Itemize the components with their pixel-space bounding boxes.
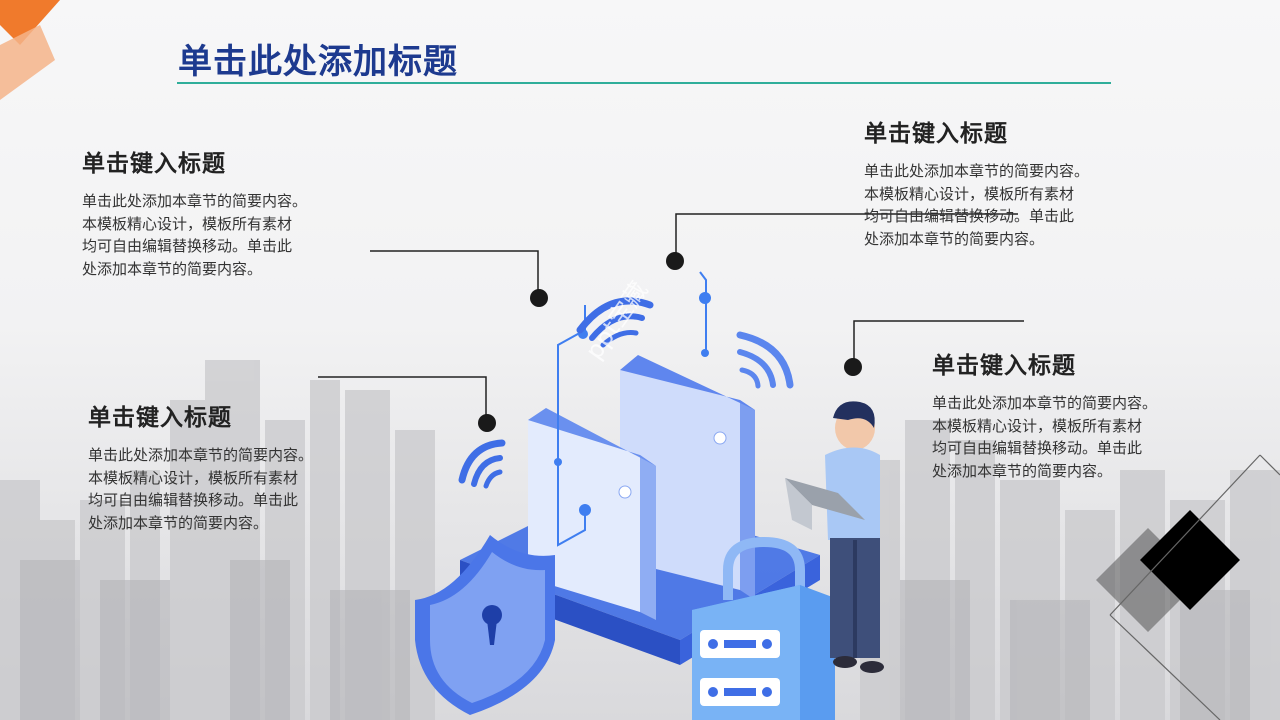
connector-line (675, 213, 1018, 260)
wifi-signal-icon (458, 439, 506, 489)
block-heading[interactable]: 单击键入标题 (82, 151, 226, 177)
shield-lock-icon (415, 535, 555, 715)
block-body[interactable]: 单击此处添加本章节的简要内容。 本模板精心设计，模板所有素材 均可自由编辑替换移… (932, 394, 1158, 480)
block-body[interactable]: 单击此处添加本章节的简要内容。 本模板精心设计，模板所有素材 均可自由编辑替换移… (864, 162, 1090, 248)
connector-dot (478, 414, 496, 432)
person-laptop-icon (785, 401, 884, 673)
block-heading[interactable]: 单击键入标题 (88, 405, 232, 431)
connector-line (853, 320, 1024, 366)
wifi-signal-icon (736, 331, 794, 389)
connector-line (318, 376, 487, 422)
text-block-bottom-right[interactable]: 单击键入标题 单击此处添加本章节的简要内容。 本模板精心设计，模板所有素材 均可… (932, 346, 1222, 482)
padlock-icon (692, 536, 835, 720)
text-block-top-right[interactable]: 单击键入标题 单击此处添加本章节的简要内容。 本模板精心设计，模板所有素材 均可… (864, 114, 1154, 250)
block-heading[interactable]: 单击键入标题 (864, 121, 1008, 147)
connector-dot (530, 289, 548, 307)
text-block-top-left[interactable]: 单击键入标题 单击此处添加本章节的简要内容。 本模板精心设计，模板所有素材 均可… (82, 144, 372, 280)
wifi-signal-icon (576, 297, 654, 348)
connector-dot (844, 358, 862, 376)
slide-title[interactable]: 单击此处添加标题 (178, 42, 458, 82)
block-body[interactable]: 单击此处添加本章节的简要内容。 本模板精心设计，模板所有素材 均可自由编辑替换移… (88, 446, 314, 532)
connector-line (370, 250, 539, 297)
title-underline (177, 82, 1111, 84)
block-heading[interactable]: 单击键入标题 (932, 353, 1076, 379)
connector-dot (666, 252, 684, 270)
text-block-bottom-left[interactable]: 单击键入标题 单击此处添加本章节的简要内容。 本模板精心设计，模板所有素材 均可… (88, 398, 378, 534)
block-body[interactable]: 单击此处添加本章节的简要内容。 本模板精心设计，模板所有素材 均可自由编辑替换移… (82, 192, 308, 278)
